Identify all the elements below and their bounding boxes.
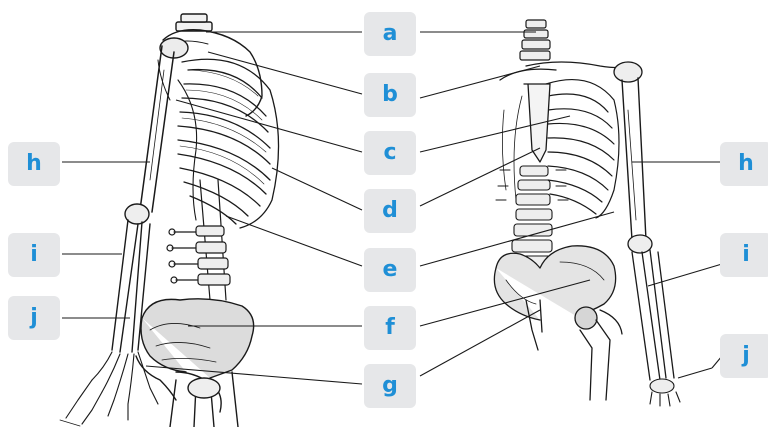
label-i-left: i — [8, 233, 60, 277]
left-humerus — [140, 46, 174, 212]
right-humerus — [622, 78, 646, 240]
label-e: e — [364, 248, 416, 292]
left-hand — [60, 352, 158, 426]
label-f: f — [364, 306, 416, 350]
right-sternum — [524, 84, 550, 162]
right-cervical-vertebrae — [520, 20, 550, 60]
right-femur — [575, 307, 622, 400]
label-c: c — [364, 131, 416, 175]
right-skeleton-illustration — [494, 20, 680, 406]
leader-line-g-left — [146, 366, 362, 384]
left-ribcage — [178, 59, 279, 228]
label-h-left: h — [8, 142, 60, 186]
label-b: b — [364, 73, 416, 117]
left-cervical-vertebrae — [176, 14, 212, 31]
label-j-right: j — [720, 334, 768, 378]
right-pelvis — [494, 246, 615, 350]
leader-line-b-right — [420, 66, 540, 98]
left-elbow — [125, 204, 149, 224]
leader-line-i-right — [648, 264, 722, 286]
left-scapula — [158, 30, 262, 116]
label-h-right: h — [720, 142, 768, 186]
label-g: g — [364, 364, 416, 408]
label-j-left: j — [8, 296, 60, 340]
label-d: d — [364, 189, 416, 233]
right-hand — [650, 379, 680, 406]
left-skeleton-illustration — [60, 14, 279, 427]
leader-line-j-right — [678, 368, 712, 378]
leader-line-g-right — [420, 310, 540, 376]
right-elbow — [628, 235, 652, 253]
leader-line-d-left — [272, 168, 362, 210]
leader-line-e-left — [226, 216, 362, 266]
left-spine — [167, 180, 230, 300]
left-femurs — [170, 372, 238, 427]
label-i-right: i — [720, 233, 768, 277]
right-forearm — [632, 250, 674, 380]
leader-line-b-left — [208, 52, 362, 94]
label-a: a — [364, 12, 416, 56]
